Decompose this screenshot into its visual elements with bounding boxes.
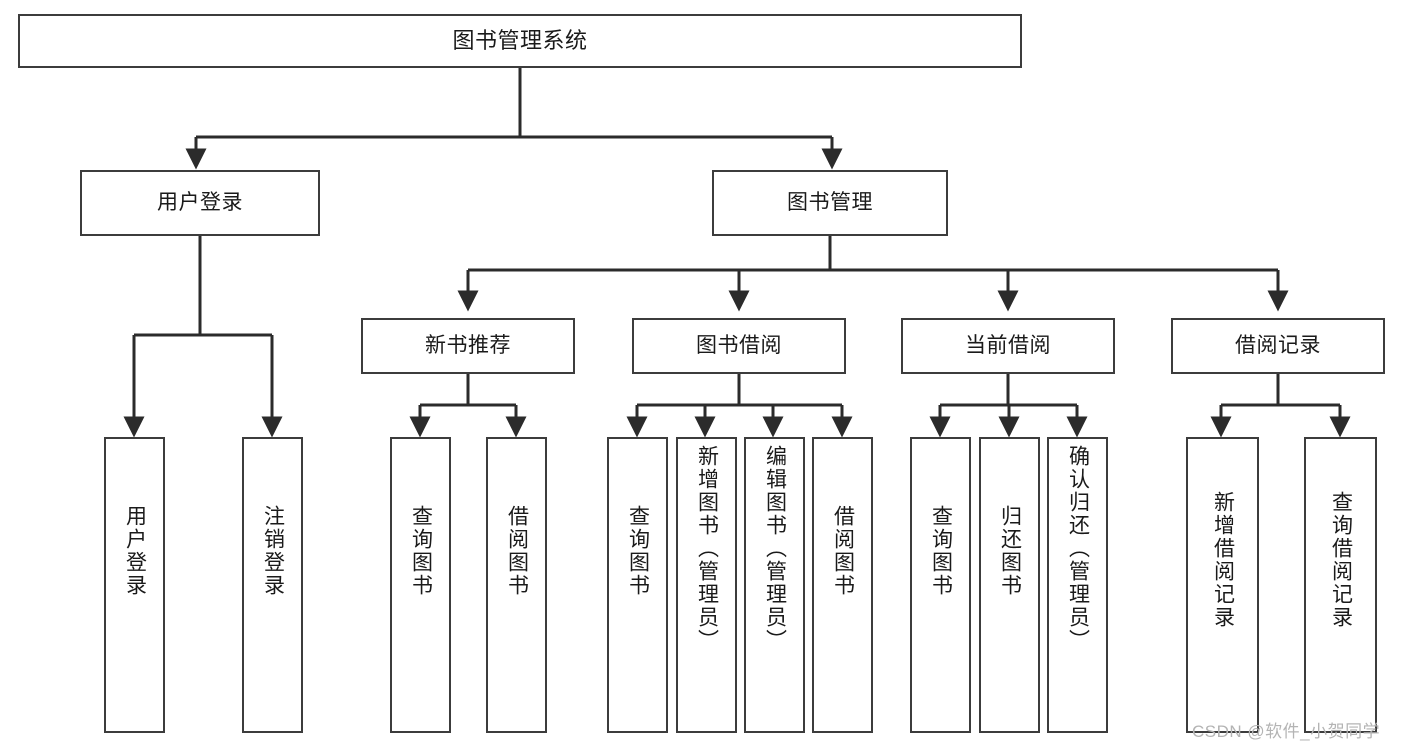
- node-label: 新增图书（管理员）: [695, 445, 719, 652]
- leaf-new-book-query-book[interactable]: 查询图书: [390, 437, 451, 733]
- leaf-record-query-record[interactable]: 查询借阅记录: [1304, 437, 1377, 733]
- node-current-borrow[interactable]: 当前借阅: [901, 318, 1115, 374]
- node-label: 新增借阅记录: [1211, 491, 1235, 629]
- node-book-management[interactable]: 图书管理: [712, 170, 948, 236]
- node-label: 新书推荐: [425, 333, 511, 357]
- leaf-new-book-borrow-book[interactable]: 借阅图书: [486, 437, 547, 733]
- node-label: 确认归还（管理员）: [1066, 445, 1090, 652]
- node-label: 借阅图书: [505, 505, 529, 597]
- leaf-record-add-record[interactable]: 新增借阅记录: [1186, 437, 1259, 733]
- leaf-user-login-login[interactable]: 用户登录: [104, 437, 165, 733]
- leaf-borrow-edit-book-admin[interactable]: 编辑图书（管理员）: [744, 437, 805, 733]
- node-label: 用户登录: [157, 190, 243, 214]
- node-label: 查询借阅记录: [1329, 491, 1353, 629]
- leaf-current-confirm-return-admin[interactable]: 确认归还（管理员）: [1047, 437, 1108, 733]
- node-label: 借阅记录: [1235, 333, 1321, 357]
- node-borrow-record[interactable]: 借阅记录: [1171, 318, 1385, 374]
- node-label: 编辑图书（管理员）: [763, 445, 787, 652]
- node-label: 图书借阅: [696, 333, 782, 357]
- node-label: 归还图书: [998, 505, 1022, 597]
- csdn-watermark: CSDN @软件_小贺同学: [1192, 722, 1381, 741]
- node-label: 图书管理: [787, 190, 873, 214]
- leaf-borrow-borrow-book[interactable]: 借阅图书: [812, 437, 873, 733]
- node-label: 查询图书: [409, 505, 433, 597]
- node-book-borrow[interactable]: 图书借阅: [632, 318, 846, 374]
- node-new-book-recommend[interactable]: 新书推荐: [361, 318, 575, 374]
- node-label: 查询图书: [929, 505, 953, 597]
- node-label: 图书管理系统: [452, 28, 588, 54]
- leaf-current-query-book[interactable]: 查询图书: [910, 437, 971, 733]
- node-label: 用户登录: [123, 505, 147, 597]
- leaf-borrow-add-book-admin[interactable]: 新增图书（管理员）: [676, 437, 737, 733]
- node-root-book-management-system[interactable]: 图书管理系统: [18, 14, 1022, 68]
- node-label: 当前借阅: [965, 333, 1051, 357]
- leaf-current-return-book[interactable]: 归还图书: [979, 437, 1040, 733]
- leaf-user-login-logout[interactable]: 注销登录: [242, 437, 303, 733]
- node-label: 借阅图书: [831, 505, 855, 597]
- leaf-borrow-query-book[interactable]: 查询图书: [607, 437, 668, 733]
- node-user-login[interactable]: 用户登录: [80, 170, 320, 236]
- node-label: 查询图书: [626, 505, 650, 597]
- node-label: 注销登录: [261, 505, 285, 597]
